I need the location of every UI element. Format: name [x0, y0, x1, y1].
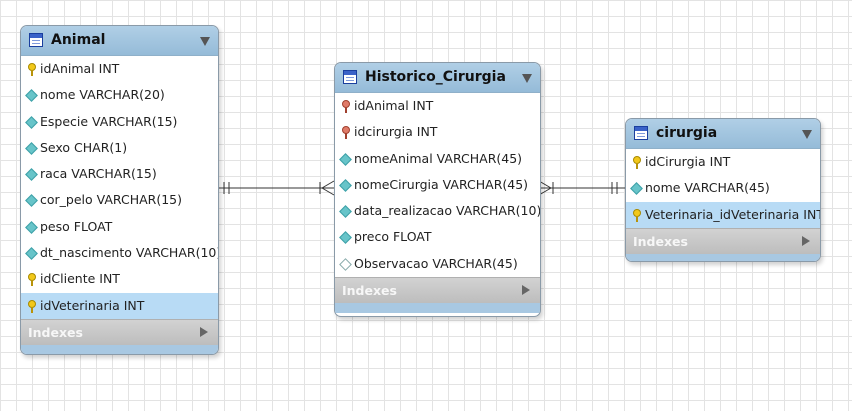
- field-row[interactable]: Observacao VARCHAR(45): [335, 251, 540, 277]
- foreign-key-icon: [340, 126, 350, 140]
- expand-icon[interactable]: [522, 285, 530, 296]
- table-footer: [21, 344, 218, 354]
- field-row[interactable]: idcirurgia INT: [335, 119, 540, 145]
- column-diamond-icon: [25, 194, 38, 208]
- primary-key-icon: [26, 299, 36, 313]
- table-icon: [29, 33, 43, 47]
- indexes-section[interactable]: Indexes: [21, 318, 218, 345]
- table-icon: [343, 70, 357, 84]
- field-row[interactable]: nomeAnimal VARCHAR(45): [335, 146, 540, 172]
- collapse-icon[interactable]: [200, 37, 210, 46]
- field-row-selected[interactable]: idVeterinaria INT: [21, 292, 218, 319]
- field-row[interactable]: cor_pelo VARCHAR(15): [21, 187, 218, 213]
- field-label: idCirurgia INT: [645, 154, 731, 169]
- table-cirurgia[interactable]: cirurgia idCirurgia INT nome VARCHAR(45)…: [625, 118, 821, 262]
- field-label: nome VARCHAR(20): [40, 87, 165, 103]
- indexes-label: Indexes: [633, 233, 688, 249]
- field-label: idVeterinaria INT: [40, 297, 145, 313]
- field-row[interactable]: idCliente INT: [21, 266, 218, 292]
- primary-key-icon: [26, 273, 36, 287]
- indexes-label: Indexes: [342, 283, 397, 299]
- field-label: idCliente INT: [40, 271, 120, 287]
- primary-key-icon: [631, 156, 641, 169]
- field-label: cor_pelo VARCHAR(15): [40, 192, 183, 208]
- collapse-icon[interactable]: [522, 74, 532, 83]
- nullable-column-icon: [339, 257, 352, 271]
- indexes-section[interactable]: Indexes: [335, 277, 540, 304]
- field-label: idcirurgia INT: [354, 124, 438, 140]
- column-diamond-icon: [339, 179, 352, 192]
- field-label: nome VARCHAR(45): [645, 180, 770, 196]
- field-row[interactable]: raca VARCHAR(15): [21, 161, 218, 187]
- column-diamond-icon: [25, 115, 38, 129]
- field-row-selected[interactable]: Veterinaria_idVeterinaria INT: [626, 201, 821, 228]
- field-row[interactable]: peso FLOAT: [21, 214, 218, 240]
- field-label: preco FLOAT: [354, 229, 432, 245]
- field-row[interactable]: idCirurgia INT: [626, 149, 820, 175]
- column-diamond-icon: [25, 89, 38, 103]
- column-diamond-icon: [339, 152, 352, 166]
- field-label: Sexo CHAR(1): [40, 139, 128, 155]
- field-row[interactable]: nome VARCHAR(45): [626, 175, 820, 201]
- field-label: raca VARCHAR(15): [40, 166, 157, 182]
- table-header[interactable]: cirurgia: [626, 119, 820, 149]
- relationship-historico-cirurgia[interactable]: [538, 180, 625, 196]
- table-historico-cirurgia[interactable]: Historico_Cirurgia idAnimal INT idcirurg…: [334, 62, 541, 317]
- field-row[interactable]: idAnimal INT: [335, 93, 540, 119]
- field-label: nomeCirurgia VARCHAR(45): [354, 176, 529, 192]
- expand-icon[interactable]: [200, 326, 208, 337]
- field-label: idAnimal INT: [354, 98, 434, 113]
- table-footer: [626, 253, 820, 261]
- relationship-animal-historico[interactable]: [217, 180, 335, 196]
- foreign-key-icon: [340, 100, 350, 113]
- column-diamond-icon: [630, 182, 643, 196]
- field-row[interactable]: preco FLOAT: [335, 224, 540, 250]
- table-header[interactable]: Animal: [21, 26, 218, 56]
- table-title: Animal: [51, 32, 106, 48]
- table-icon: [634, 126, 648, 140]
- field-row[interactable]: idAnimal INT: [21, 56, 218, 82]
- field-label: nomeAnimal VARCHAR(45): [354, 150, 523, 166]
- table-footer: [335, 303, 540, 314]
- field-label: Veterinaria_idVeterinaria INT: [645, 206, 821, 222]
- indexes-section[interactable]: Indexes: [626, 227, 820, 254]
- field-row[interactable]: dt_nascimento VARCHAR(10): [21, 240, 218, 266]
- indexes-label: Indexes: [28, 324, 83, 340]
- field-label: Observacao VARCHAR(45): [354, 255, 518, 271]
- field-row[interactable]: data_realizacao VARCHAR(10): [335, 198, 540, 224]
- field-label: peso FLOAT: [40, 218, 113, 234]
- field-label: dt_nascimento VARCHAR(10): [40, 245, 219, 261]
- collapse-icon[interactable]: [802, 130, 812, 139]
- column-diamond-icon: [25, 168, 38, 182]
- field-row[interactable]: nome VARCHAR(20): [21, 82, 218, 108]
- column-diamond-icon: [339, 231, 352, 245]
- expand-icon[interactable]: [802, 235, 810, 246]
- field-row[interactable]: Especie VARCHAR(15): [21, 109, 218, 135]
- column-diamond-icon: [25, 247, 38, 260]
- field-row[interactable]: nomeCirurgia VARCHAR(45): [335, 172, 540, 198]
- column-diamond-icon: [339, 205, 352, 219]
- field-label: data_realizacao VARCHAR(10): [354, 203, 541, 219]
- column-diamond-icon: [25, 142, 38, 155]
- table-title: cirurgia: [656, 125, 718, 141]
- column-diamond-icon: [25, 220, 38, 234]
- primary-key-icon: [26, 63, 36, 76]
- field-row[interactable]: Sexo CHAR(1): [21, 135, 218, 161]
- primary-key-icon: [631, 208, 641, 222]
- table-animal[interactable]: Animal idAnimal INT nome VARCHAR(20) Esp…: [20, 25, 219, 355]
- field-label: idAnimal INT: [40, 61, 120, 76]
- table-header[interactable]: Historico_Cirurgia: [335, 63, 540, 93]
- field-label: Especie VARCHAR(15): [40, 113, 178, 129]
- table-title: Historico_Cirurgia: [365, 69, 506, 85]
